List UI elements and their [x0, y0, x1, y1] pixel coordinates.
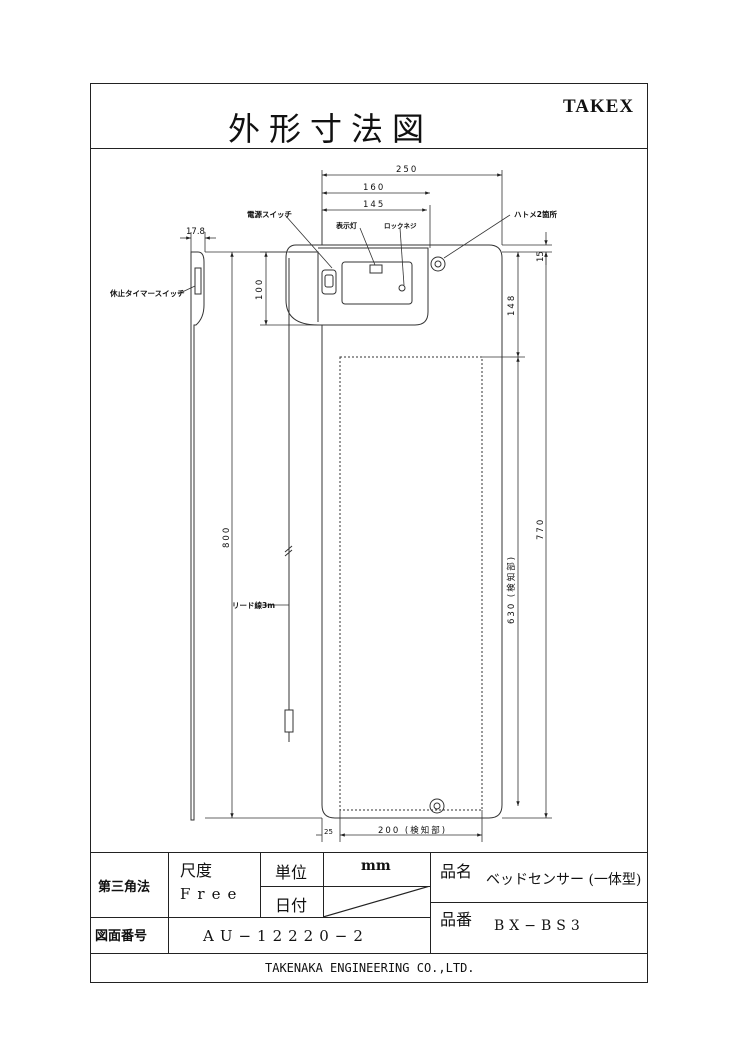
- display-window: [341, 261, 413, 305]
- scale-label: 尺度: [180, 861, 213, 880]
- company-name: TAKENAKA ENGINEERING CO.,LTD.: [265, 961, 475, 975]
- product-name-label: 品名: [440, 862, 473, 881]
- projection-method: 第三角法: [98, 880, 151, 895]
- callout-indicator: 表示灯: [335, 221, 357, 230]
- lock-screw: [398, 284, 406, 292]
- dim-box-height: 100: [255, 278, 265, 300]
- grommet-top: [430, 256, 446, 272]
- dim-width-160: 160: [363, 183, 385, 193]
- product-no: BX−BS3: [494, 918, 585, 934]
- dim-bottom-margin: 25: [324, 828, 333, 836]
- grommet-bottom: [429, 798, 445, 814]
- date-cell-diagonal: [323, 886, 430, 917]
- dim-detect-length: 630 (検知部): [506, 555, 517, 624]
- drawing-no: AU−12220−2: [203, 927, 369, 945]
- dim-detect-width: 200 (検知部): [378, 825, 447, 836]
- drawing-no-label: 図面番号: [95, 929, 148, 944]
- control-box: [318, 247, 429, 326]
- callout-lead-wire: リード線3m: [232, 600, 275, 610]
- dim-overall-width: 250: [396, 165, 418, 175]
- unit-label: 単位: [275, 863, 308, 882]
- callout-lock-screw: ロックネジ: [384, 221, 417, 230]
- titleblock-top: [90, 852, 648, 853]
- callout-pause-timer-switch: 休止タイマースイッチ: [109, 288, 185, 298]
- product-name: ベッドセンサー (一体型): [486, 872, 642, 888]
- control-box-inner: [289, 251, 319, 322]
- drawing-title: 外形寸法図: [228, 110, 434, 148]
- sensor-outline: [285, 244, 503, 819]
- detection-area: [339, 356, 483, 811]
- product-no-label: 品番: [440, 910, 473, 929]
- indicator-lamp: [369, 264, 383, 274]
- lead-connector: [284, 709, 294, 733]
- power-switch: [321, 269, 337, 295]
- dim-total-height: 800: [222, 526, 232, 548]
- brand-logo-text: TAKEX: [563, 96, 635, 117]
- unit-value: mm: [361, 858, 391, 874]
- date-label: 日付: [275, 896, 308, 915]
- dim-upper-gap: 148: [507, 294, 517, 316]
- dim-sensor-length: 770: [536, 518, 546, 540]
- callout-power-switch: 電源スイッチ: [247, 209, 292, 219]
- scale-value: Free: [180, 885, 244, 903]
- dim-top-offset: 15: [536, 251, 546, 262]
- side-view: [190, 251, 205, 821]
- dim-side-thickness: 17.8: [186, 227, 205, 237]
- header-divider: [90, 148, 648, 149]
- callout-grommet: ハトメ2箇所: [514, 209, 557, 219]
- drawing-frame: [90, 83, 648, 983]
- dim-width-145: 145: [363, 200, 385, 210]
